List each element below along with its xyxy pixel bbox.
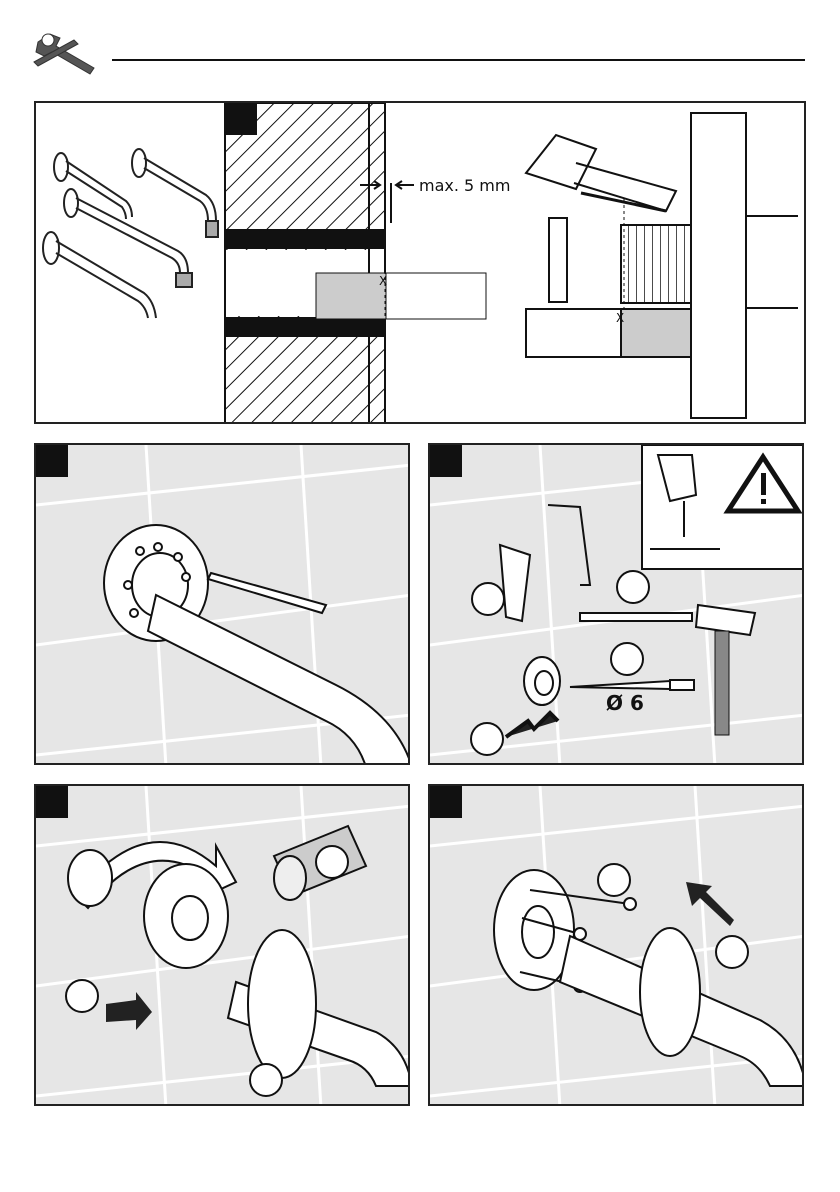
panel-drill-holes: Ø 6 (428, 443, 804, 765)
panel-mark-holes (34, 443, 410, 765)
drill-diameter-label: Ø 6 (606, 691, 644, 715)
panel-pipe-cutting: max. 5 mm X X (34, 101, 806, 424)
wall-section (225, 103, 486, 424)
gap-label: max. 5 mm (419, 176, 510, 195)
panel-fix-screws (428, 784, 804, 1106)
panel-assemble-flange (34, 784, 410, 1106)
spout-variants (43, 149, 218, 318)
saw-illustration (526, 113, 798, 418)
cut-mark: X (616, 311, 624, 325)
cut-mark: X (379, 274, 387, 288)
wrench-screwdriver-icon (0, 0, 840, 90)
screwdriver (580, 613, 692, 621)
